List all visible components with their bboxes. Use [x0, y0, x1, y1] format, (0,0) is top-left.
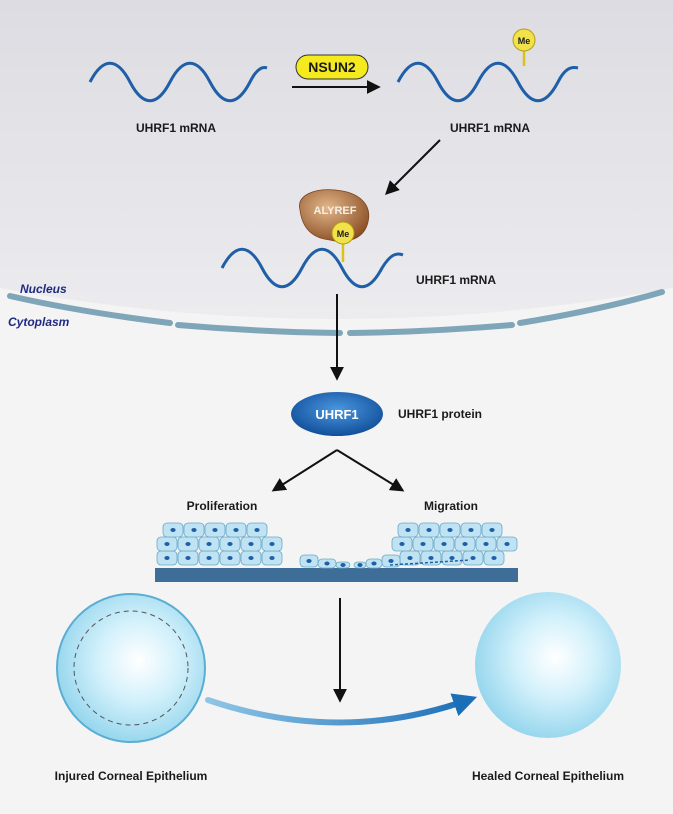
me-label-top: Me — [518, 36, 531, 46]
nuclear-membrane — [7, 289, 665, 336]
cell-nucleus — [170, 528, 176, 532]
uhrf1-protein — [291, 392, 383, 436]
mrna-strand-nucleus — [220, 247, 404, 289]
uhrf1-label: UHRF1 — [315, 407, 358, 422]
arrow-to-migration — [336, 449, 405, 492]
cell-nucleus — [254, 528, 260, 532]
cell-nucleus — [468, 528, 474, 532]
cell-nucleus — [470, 556, 476, 560]
cell-nucleus — [269, 542, 275, 546]
wound-outline — [73, 610, 189, 726]
cell-nucleus — [371, 561, 377, 566]
cell-layer — [156, 522, 518, 569]
me-bead-nucleus — [331, 221, 355, 245]
mrna-left-label: UHRF1 mRNA — [136, 121, 216, 135]
cell-nucleus — [405, 528, 411, 532]
cell-nucleus — [248, 542, 254, 546]
injured-label: Injured Corneal Epithelium — [55, 769, 208, 783]
healed-label: Healed Corneal Epithelium — [472, 769, 624, 783]
migration-dotted-line — [389, 559, 471, 566]
nucleus-region — [0, 0, 673, 319]
cell-nucleus — [185, 556, 191, 560]
cell-nucleus — [420, 542, 426, 546]
cell-nucleus — [185, 542, 191, 546]
mrna-strand-right — [396, 61, 579, 103]
cell-nucleus — [227, 556, 233, 560]
cell-nucleus — [388, 559, 394, 563]
mrna-strand-left — [88, 61, 268, 103]
cell-nucleus — [504, 542, 510, 546]
cell-nucleus — [489, 528, 495, 532]
cell-nucleus — [399, 542, 405, 546]
cell-nucleus — [306, 559, 312, 563]
cell-nucleus — [191, 528, 197, 532]
export-arrow — [385, 139, 441, 195]
cell-nucleus — [357, 563, 363, 567]
cell-nucleus — [164, 556, 170, 560]
healed-cornea — [475, 592, 621, 738]
me-label-nucleus: Me — [337, 229, 350, 239]
membrane-segment — [347, 322, 515, 336]
me-bead-top — [512, 28, 536, 52]
basement-membrane — [155, 568, 518, 582]
cell-nucleus — [212, 528, 218, 532]
cytoplasm-label: Cytoplasm — [8, 315, 70, 329]
nsun2-label: NSUN2 — [308, 59, 356, 75]
cell-nucleus — [324, 561, 330, 566]
cell-nucleus — [227, 542, 233, 546]
cell-nucleus — [491, 556, 497, 560]
mrna-right-label: UHRF1 mRNA — [450, 121, 530, 135]
cell-nucleus — [164, 542, 170, 546]
cell-nucleus — [441, 542, 447, 546]
cell-nucleus — [426, 528, 432, 532]
cell-nucleus — [206, 542, 212, 546]
arrow-to-proliferation — [271, 449, 338, 492]
nsun2-badge — [295, 54, 369, 80]
uhrf1-protein-label: UHRF1 protein — [398, 407, 482, 421]
cell-nucleus — [449, 556, 455, 560]
cell-nucleus — [447, 528, 453, 532]
healing-curve-arrow — [205, 693, 478, 726]
proliferation-label: Proliferation — [187, 499, 258, 513]
mrna-nucleus-label: UHRF1 mRNA — [416, 273, 496, 287]
injured-cornea — [56, 593, 206, 743]
membrane-segment — [7, 293, 173, 326]
cell-nucleus — [340, 563, 346, 567]
cell-nucleus — [428, 556, 434, 560]
cell-nucleus — [269, 556, 275, 560]
cell-nucleus — [233, 528, 239, 532]
alyref-label: ALYREF — [314, 205, 357, 217]
migration-label: Migration — [424, 499, 478, 513]
cell-nucleus — [462, 542, 468, 546]
cell-nucleus — [206, 556, 212, 560]
membrane-segment — [517, 289, 665, 326]
cell-nucleus — [483, 542, 489, 546]
membrane-segment — [175, 322, 343, 336]
epithelium-tissue — [155, 522, 518, 582]
cell-nucleus — [407, 556, 413, 560]
cell-nucleus — [248, 556, 254, 560]
nucleus-label: Nucleus — [20, 282, 67, 296]
